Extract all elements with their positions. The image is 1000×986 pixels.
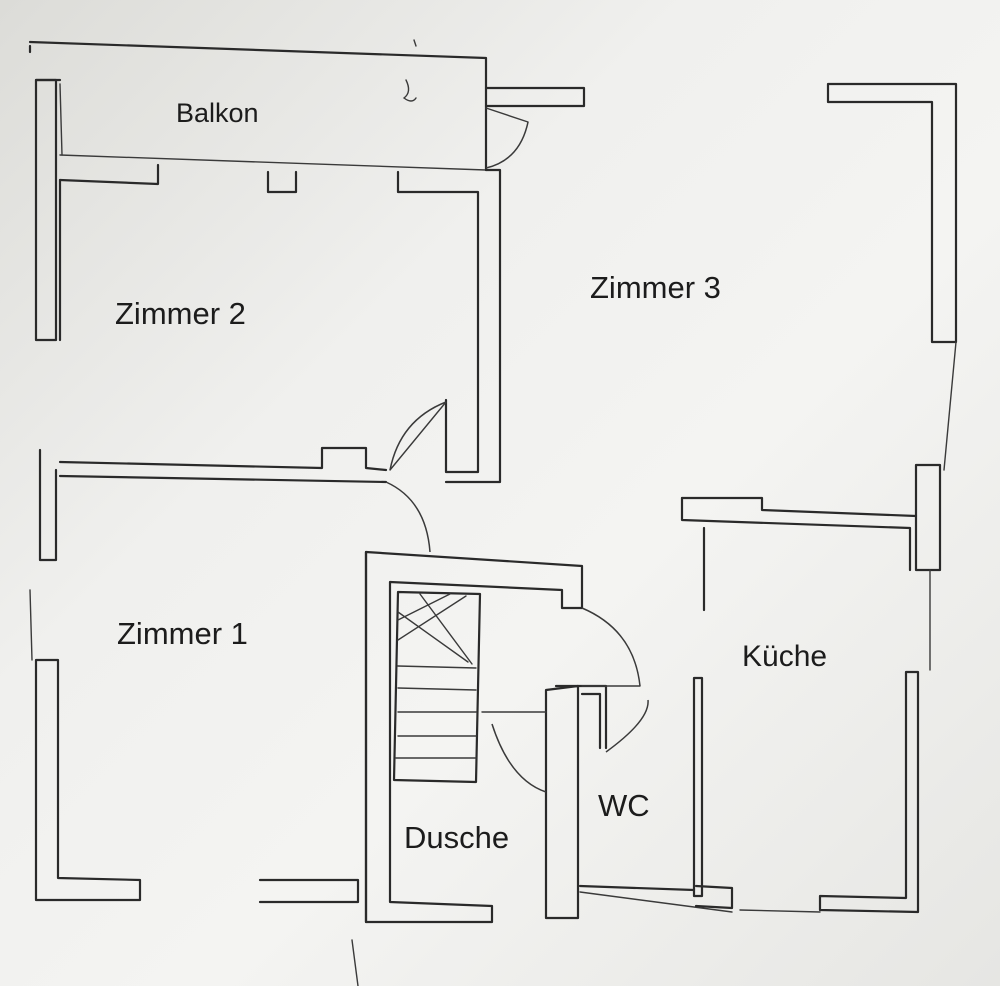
room-label-dusche: Dusche — [404, 820, 510, 855]
sketch-marks — [351, 39, 417, 986]
room-wc-walls — [491, 607, 733, 913]
room-label-zimmer3: Zimmer 3 — [590, 270, 721, 305]
room-zimmer1-walls — [29, 589, 360, 904]
room-label-wc: WC — [598, 788, 650, 823]
balcony-walls — [28, 40, 488, 342]
room-label-balkon: Balkon — [176, 98, 259, 128]
room-label-kueche: Küche — [742, 640, 828, 673]
staircase — [392, 590, 482, 784]
room-zimmer3-walls — [484, 82, 958, 572]
door-zimmer1 — [385, 481, 431, 553]
room-label-zimmer1: Zimmer 1 — [117, 616, 248, 651]
stair-and-shower-walls — [364, 550, 584, 924]
room-kueche-walls — [692, 526, 931, 914]
door-zimmer2 — [389, 401, 447, 471]
room-zimmer2-walls — [38, 163, 502, 562]
room-label-zimmer2: Zimmer 2 — [115, 296, 246, 331]
